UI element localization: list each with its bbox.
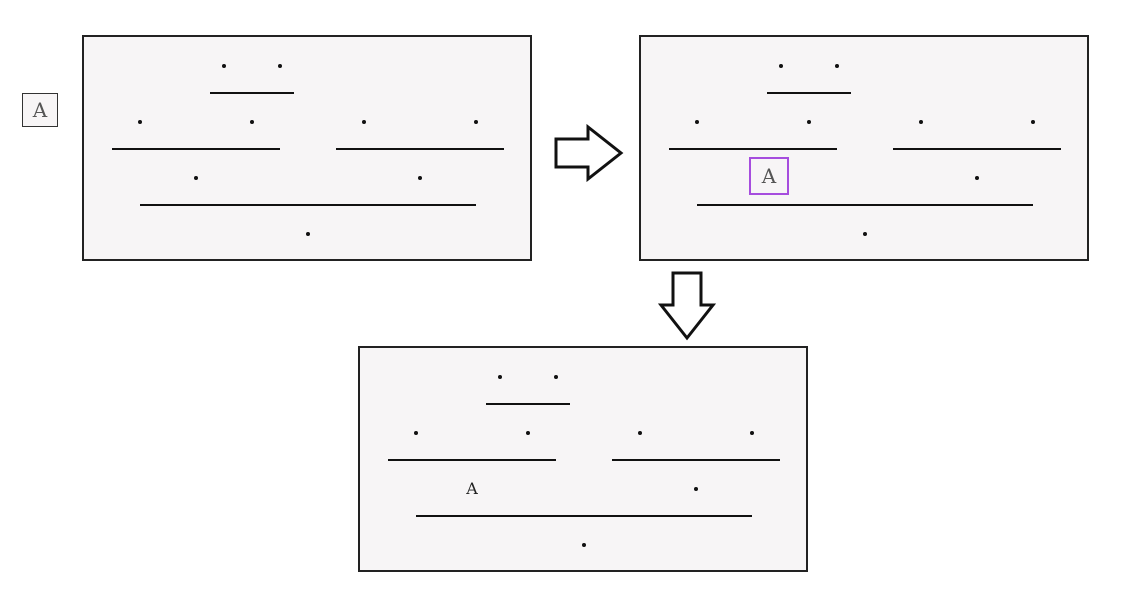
dot: [694, 487, 698, 491]
dot: [1031, 120, 1035, 124]
dot: [526, 431, 530, 435]
dot: [638, 431, 642, 435]
panel-initial: [82, 35, 532, 261]
right-arrow-icon: [554, 124, 624, 182]
dot: [222, 64, 226, 68]
loose-tile-label: A: [32, 98, 48, 122]
loose-tile-a[interactable]: A: [22, 93, 58, 127]
dot: [554, 375, 558, 379]
dot: [919, 120, 923, 124]
tree-diagram: [388, 375, 780, 547]
slot-tile-label: A: [761, 164, 777, 188]
panel-placed: A: [358, 346, 808, 572]
dot: [498, 375, 502, 379]
dot: [362, 120, 366, 124]
tree-diagram: [669, 64, 1061, 236]
dot: [807, 120, 811, 124]
dot: [779, 64, 783, 68]
tree-diagram: [112, 64, 504, 236]
dot: [835, 64, 839, 68]
dot: [306, 232, 310, 236]
dot: [418, 176, 422, 180]
dot: [975, 176, 979, 180]
dot: [194, 176, 198, 180]
down-arrow-icon: [658, 271, 716, 341]
placed-tile-label: A: [466, 479, 478, 498]
dot: [863, 232, 867, 236]
dot: [250, 120, 254, 124]
dot: [582, 543, 586, 547]
dot: [695, 120, 699, 124]
dot: [138, 120, 142, 124]
dot: [750, 431, 754, 435]
highlighted-slot[interactable]: A: [749, 157, 789, 195]
dot: [474, 120, 478, 124]
panel-selected: A: [639, 35, 1089, 261]
dot: [278, 64, 282, 68]
dot: [414, 431, 418, 435]
